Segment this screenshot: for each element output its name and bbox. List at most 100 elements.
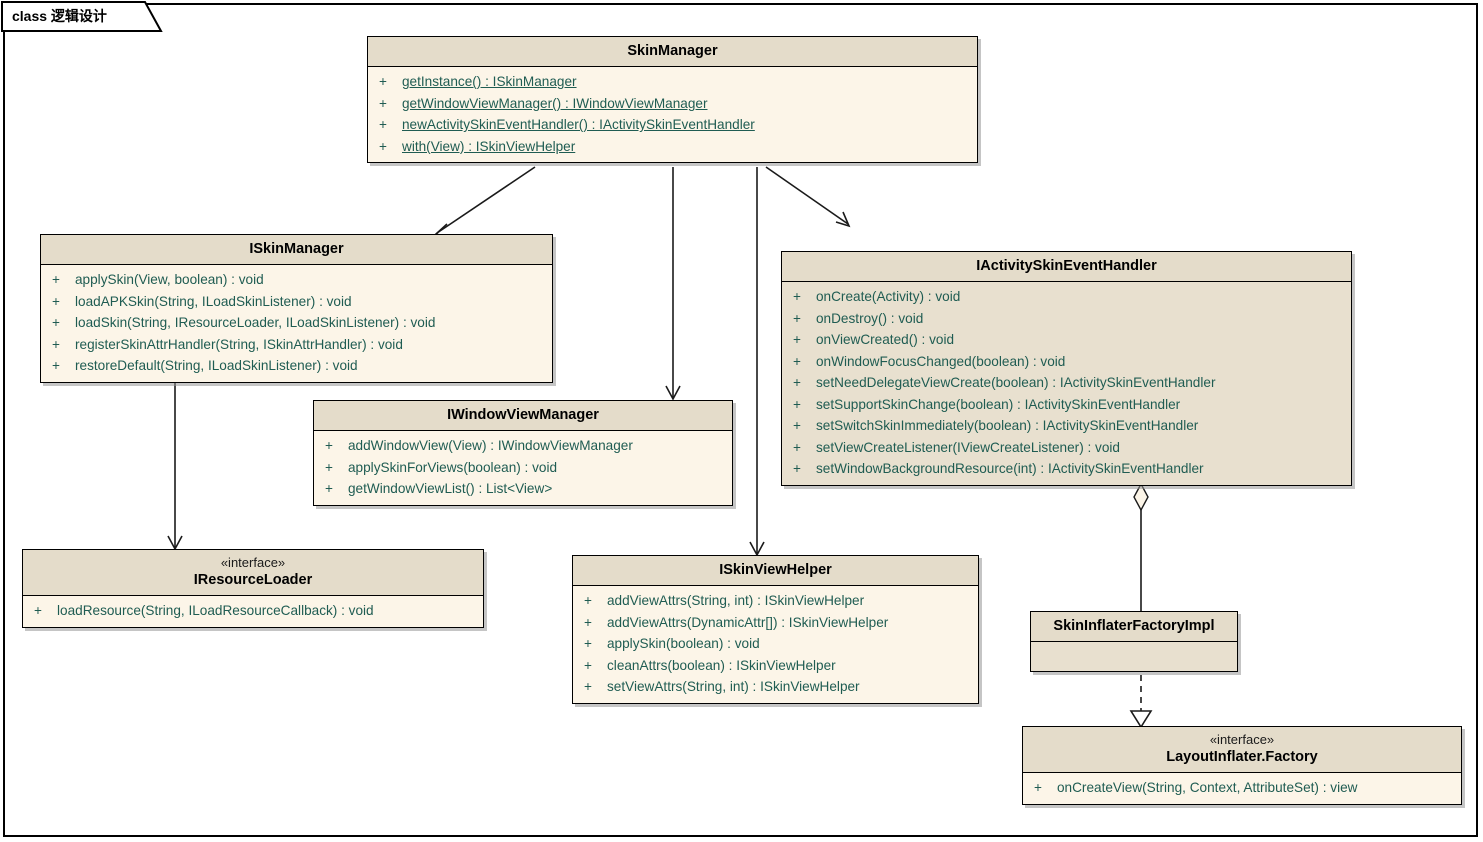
member-row: + loadAPKSkin(String, ILoadSkinListener)… <box>45 291 548 313</box>
member-signature: getWindowViewList() : List<View> <box>348 481 553 497</box>
class-box-iskinviewhelper[interactable]: ISkinViewHelper + addViewAttrs(String, i… <box>572 555 979 704</box>
member-visibility: + <box>793 332 801 348</box>
member-signature: setWindowBackgroundResource(int) : IActi… <box>816 461 1204 477</box>
member-visibility: + <box>793 396 801 412</box>
member-signature: addViewAttrs(DynamicAttr[]) : ISkinViewH… <box>607 614 889 630</box>
class-header-iskinviewhelper: ISkinViewHelper <box>573 556 978 587</box>
member-signature: onViewCreated() : void <box>816 332 955 348</box>
member-row: + cleanAttrs(boolean) : ISkinViewHelper <box>577 655 974 677</box>
class-members-iwindowviewmanager: + addWindowView(View) : IWindowViewManag… <box>314 431 732 505</box>
class-header-skinmanager: SkinManager <box>368 37 977 68</box>
class-header-iwindowviewmanager: IWindowViewManager <box>314 401 732 432</box>
member-row: + addWindowView(View) : IWindowViewManag… <box>318 435 728 457</box>
member-visibility: + <box>34 603 42 619</box>
class-name-iwindowviewmanager: IWindowViewManager <box>447 407 599 423</box>
member-visibility: + <box>584 657 592 673</box>
member-visibility: + <box>52 272 60 288</box>
member-row: + setSupportSkinChange(boolean) : IActiv… <box>786 394 1347 416</box>
member-visibility: + <box>584 614 592 630</box>
class-name-skininflaterfactoryimpl: SkinInflaterFactoryImpl <box>1053 618 1215 634</box>
member-signature: setSupportSkinChange(boolean) : IActivit… <box>816 396 1181 412</box>
member-visibility: + <box>793 418 801 434</box>
diagram-title-label: class 逻辑设计 <box>12 8 107 24</box>
member-signature: applySkin(boolean) : void <box>607 636 760 652</box>
member-row: + applySkinForViews(boolean) : void <box>318 457 728 479</box>
member-visibility: + <box>584 636 592 652</box>
diagram-title-tab <box>1 1 163 32</box>
class-name-iresourceloader: IResourceLoader <box>193 572 313 589</box>
member-signature: onCreate(Activity) : void <box>816 289 961 305</box>
class-header-skininflaterfactoryimpl: SkinInflaterFactoryImpl <box>1031 612 1237 643</box>
class-header-iactivityskineventhandler: IActivitySkinEventHandler <box>782 252 1351 283</box>
class-box-iwindowviewmanager[interactable]: IWindowViewManager + addWindowView(View)… <box>313 400 733 506</box>
member-row: + getInstance() : ISkinManager <box>372 71 973 93</box>
member-row: + setViewCreateListener(IViewCreateListe… <box>786 437 1347 459</box>
class-members-skininflaterfactoryimpl <box>1031 642 1237 672</box>
member-row: + newActivitySkinEventHandler() : IActiv… <box>372 114 973 136</box>
member-row: + onViewCreated() : void <box>786 329 1347 351</box>
member-visibility: + <box>379 117 387 133</box>
class-stereotype-layoutinflaterfactory: «interface» <box>1209 732 1275 747</box>
class-members-layoutinflaterfactory: + onCreateView(String, Context, Attribut… <box>1023 773 1461 804</box>
member-signature: onCreateView(String, Context, AttributeS… <box>1057 780 1358 796</box>
member-row: + loadResource(String, ILoadResourceCall… <box>27 600 479 622</box>
member-visibility: + <box>793 439 801 455</box>
member-signature: loadAPKSkin(String, ILoadSkinListener) :… <box>75 293 352 309</box>
member-visibility: + <box>1034 780 1042 796</box>
member-signature: applySkin(View, boolean) : void <box>75 272 264 288</box>
member-row: + restoreDefault(String, ILoadSkinListen… <box>45 355 548 377</box>
class-name-skinmanager: SkinManager <box>627 43 718 59</box>
member-row: + setSwitchSkinImmediately(boolean) : IA… <box>786 415 1347 437</box>
member-visibility: + <box>793 375 801 391</box>
class-name-layoutinflaterfactory: LayoutInflater.Factory <box>1166 749 1318 766</box>
member-signature: setSwitchSkinImmediately(boolean) : IAct… <box>816 418 1199 434</box>
member-signature: setNeedDelegateViewCreate(boolean) : IAc… <box>816 375 1216 391</box>
member-signature: restoreDefault(String, ILoadSkinListener… <box>75 358 358 374</box>
member-row: + onWindowFocusChanged(boolean) : void <box>786 351 1347 373</box>
class-header-iresourceloader: «interface» IResourceLoader <box>23 550 483 597</box>
member-visibility: + <box>793 289 801 305</box>
class-members-iskinmanager: + applySkin(View, boolean) : void + load… <box>41 265 552 382</box>
member-visibility: + <box>52 315 60 331</box>
member-visibility: + <box>793 310 801 326</box>
class-members-iactivityskineventhandler: + onCreate(Activity) : void + onDestroy(… <box>782 282 1351 485</box>
member-signature: addWindowView(View) : IWindowViewManager <box>348 438 633 454</box>
diagram-frame <box>3 3 1478 837</box>
member-row: + getWindowViewManager() : IWindowViewMa… <box>372 93 973 115</box>
member-visibility: + <box>52 358 60 374</box>
member-signature: onWindowFocusChanged(boolean) : void <box>816 353 1066 369</box>
member-signature: addViewAttrs(String, int) : ISkinViewHel… <box>607 593 865 609</box>
member-signature: registerSkinAttrHandler(String, ISkinAtt… <box>75 336 403 352</box>
class-box-skinmanager[interactable]: SkinManager + getInstance() : ISkinManag… <box>367 36 978 164</box>
member-row: + loadSkin(String, IResourceLoader, ILoa… <box>45 312 548 334</box>
class-header-iskinmanager: ISkinManager <box>41 235 552 266</box>
member-signature: setViewAttrs(String, int) : ISkinViewHel… <box>607 679 860 695</box>
member-visibility: + <box>52 293 60 309</box>
class-box-skininflaterfactoryimpl[interactable]: SkinInflaterFactoryImpl <box>1030 611 1238 673</box>
member-visibility: + <box>584 679 592 695</box>
member-visibility: + <box>379 138 387 154</box>
member-signature: onDestroy() : void <box>816 310 924 326</box>
member-row: + addViewAttrs(DynamicAttr[]) : ISkinVie… <box>577 612 974 634</box>
class-box-layoutinflaterfactory[interactable]: «interface» LayoutInflater.Factory + onC… <box>1022 726 1462 805</box>
member-row: + onCreate(Activity) : void <box>786 286 1347 308</box>
member-row: + setNeedDelegateViewCreate(boolean) : I… <box>786 372 1347 394</box>
member-visibility: + <box>325 481 333 497</box>
class-name-iactivityskineventhandler: IActivitySkinEventHandler <box>976 258 1157 274</box>
member-signature: cleanAttrs(boolean) : ISkinViewHelper <box>607 657 836 673</box>
member-row: + applySkin(boolean) : void <box>577 633 974 655</box>
class-box-iskinmanager[interactable]: ISkinManager + applySkin(View, boolean) … <box>40 234 553 383</box>
class-stereotype-iresourceloader: «interface» <box>220 555 286 570</box>
member-signature: loadSkin(String, IResourceLoader, ILoadS… <box>75 315 436 331</box>
member-visibility: + <box>379 74 387 90</box>
member-visibility: + <box>793 353 801 369</box>
member-signature: with(View) : ISkinViewHelper <box>402 138 576 154</box>
class-box-iactivityskineventhandler[interactable]: IActivitySkinEventHandler + onCreate(Act… <box>781 251 1352 486</box>
class-name-iskinmanager: ISkinManager <box>249 241 344 257</box>
class-members-skinmanager: + getInstance() : ISkinManager + getWind… <box>368 67 977 163</box>
class-name-iskinviewhelper: ISkinViewHelper <box>719 562 832 578</box>
member-signature: setViewCreateListener(IViewCreateListene… <box>816 439 1120 455</box>
class-box-iresourceloader[interactable]: «interface» IResourceLoader + loadResour… <box>22 549 484 628</box>
class-members-iresourceloader: + loadResource(String, ILoadResourceCall… <box>23 596 483 627</box>
